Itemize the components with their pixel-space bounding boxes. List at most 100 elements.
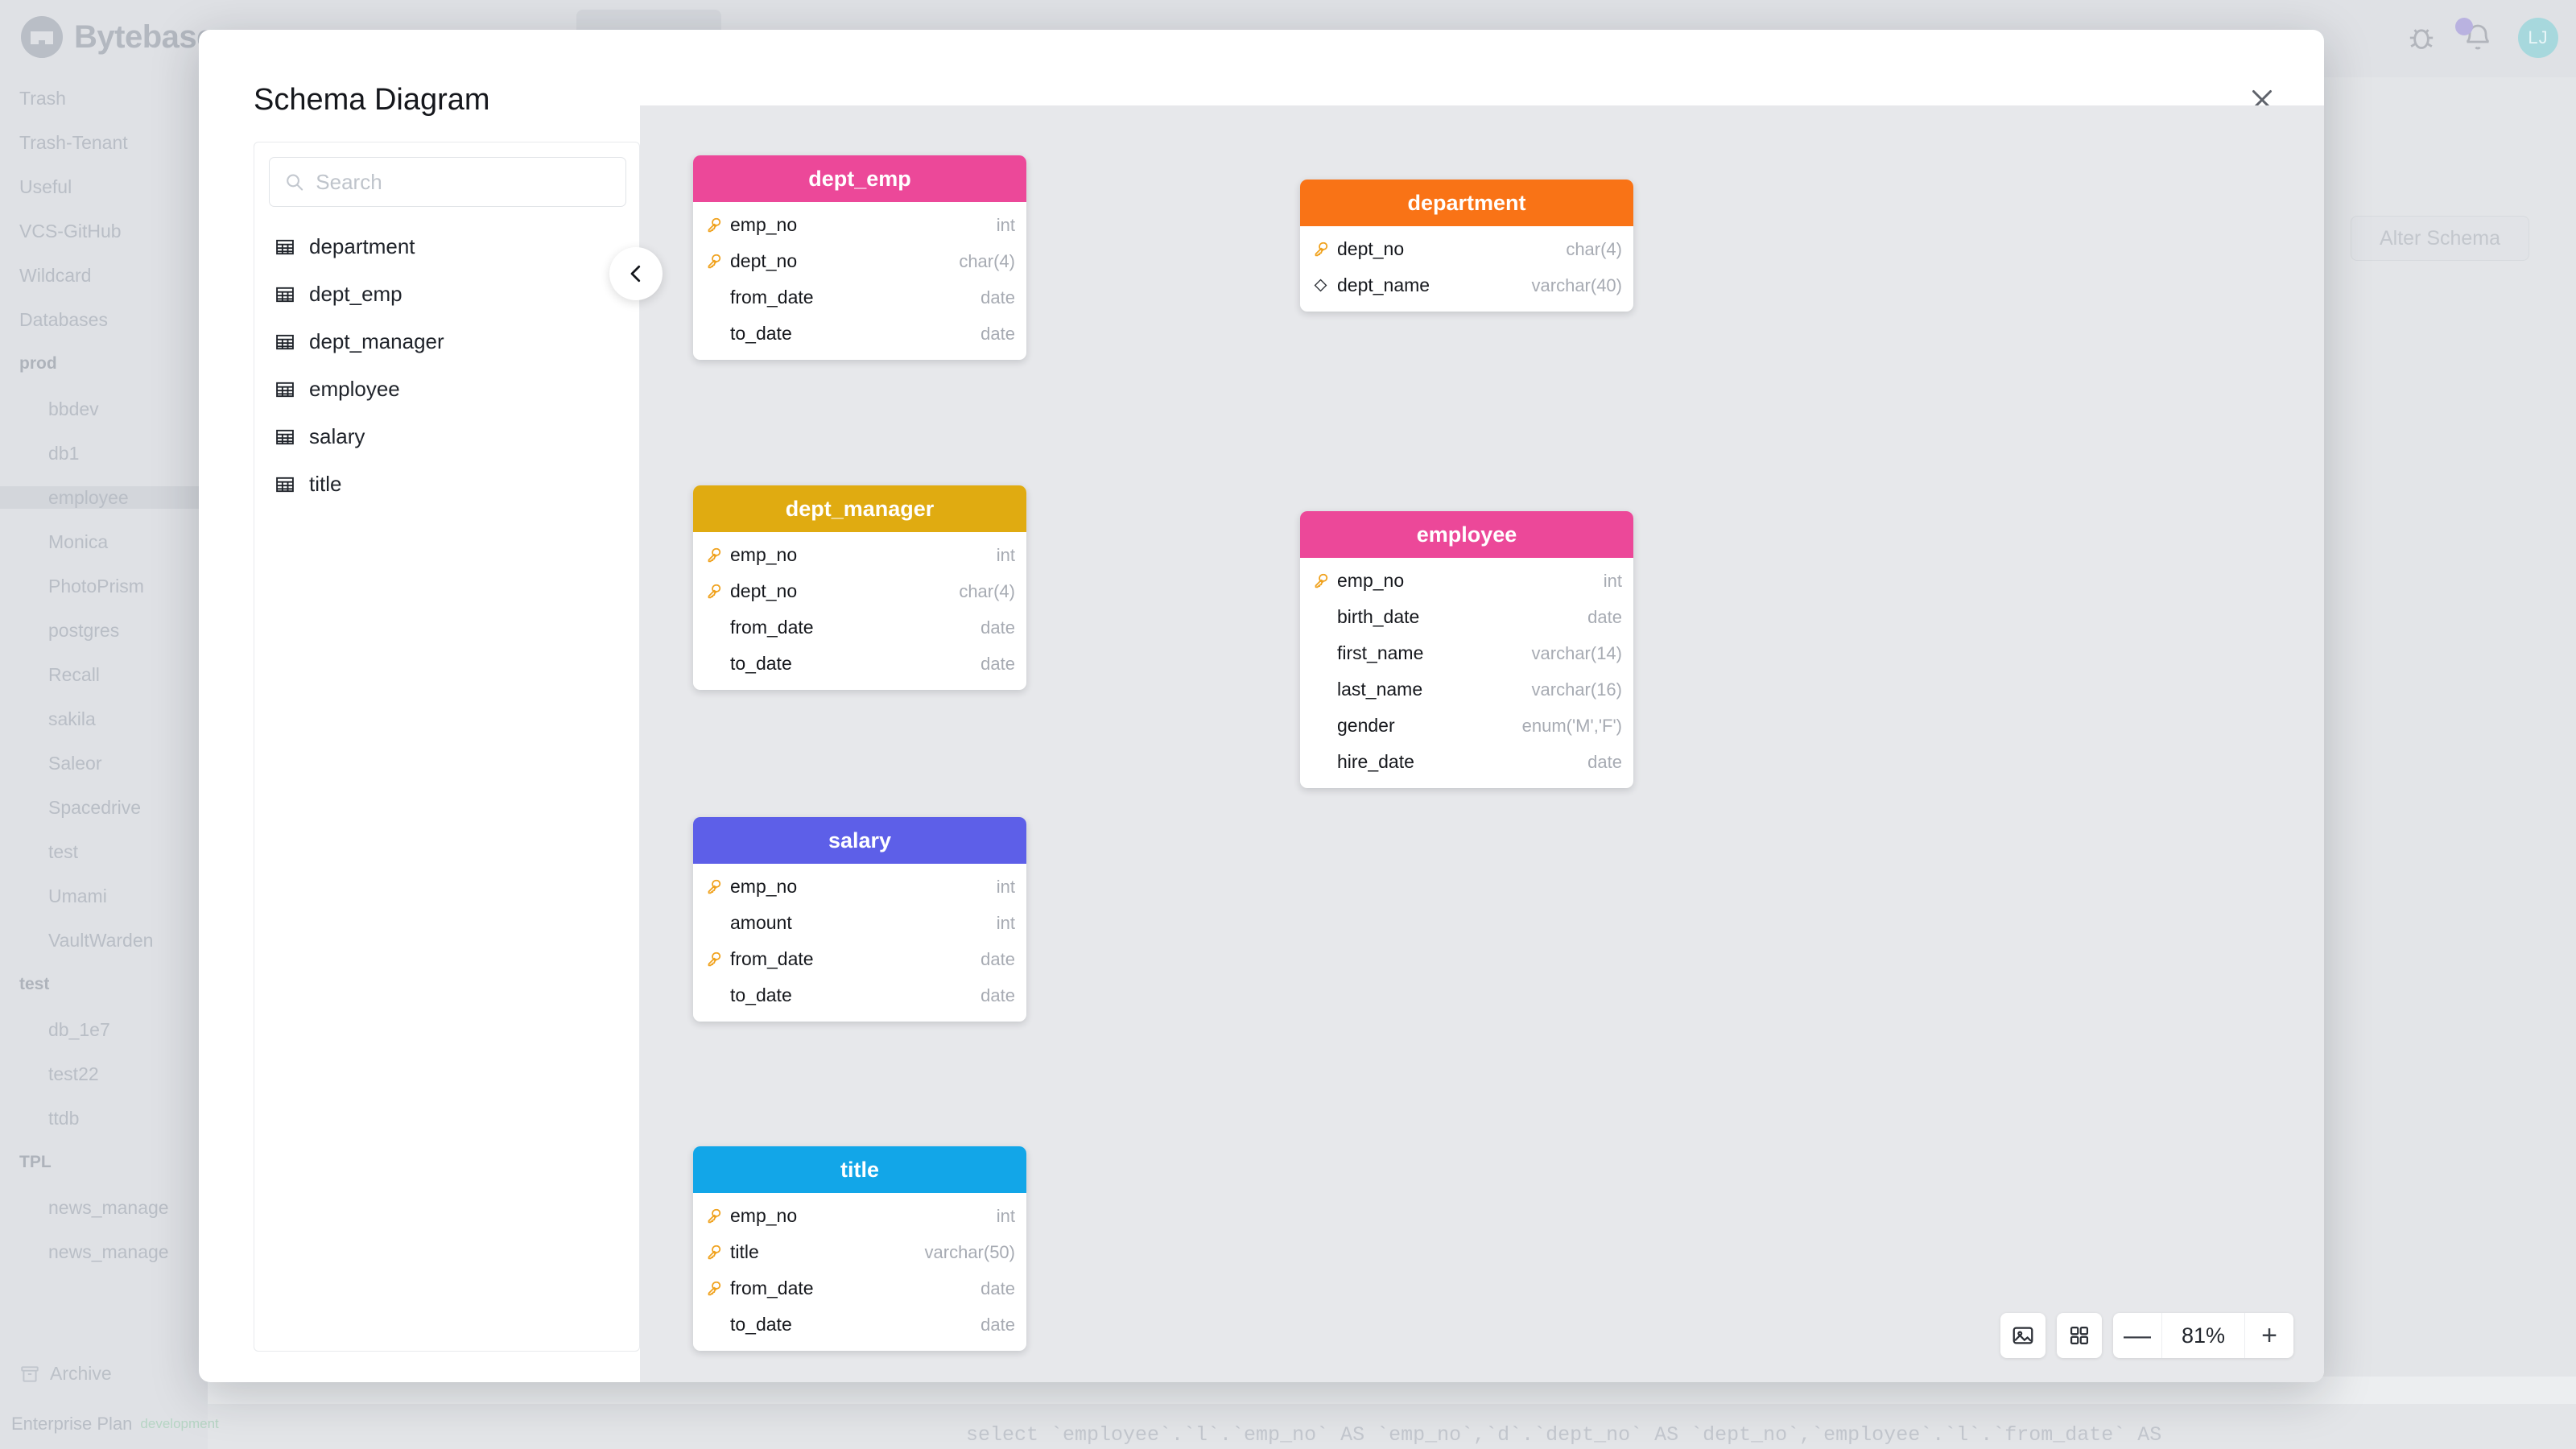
- sidebar-item-label: bbdev: [48, 398, 99, 419]
- sidebar-item-umami[interactable]: Umami: [0, 885, 208, 907]
- sidebar-item-archive[interactable]: Archive: [19, 1363, 112, 1385]
- sidebar-item-wildcard[interactable]: Wildcard: [0, 264, 208, 287]
- sidebar-item-test22[interactable]: test22: [0, 1063, 208, 1085]
- list-item[interactable]: salary: [254, 413, 639, 460]
- list-item[interactable]: employee: [254, 365, 639, 413]
- key-icon: [708, 584, 721, 599]
- search-input[interactable]: [316, 169, 611, 195]
- sidebar-item-photoprism[interactable]: PhotoPrism: [0, 575, 208, 597]
- fit-view-button[interactable]: [2057, 1313, 2102, 1358]
- archive-icon: [21, 1365, 39, 1382]
- sidebar-item-trash-tenant[interactable]: Trash-Tenant: [0, 131, 208, 154]
- sidebar-item-label: test: [48, 841, 79, 862]
- key-icon: [708, 547, 721, 563]
- search-box[interactable]: [269, 157, 626, 207]
- list-item[interactable]: dept_emp: [254, 270, 639, 318]
- sidebar-item-postgres[interactable]: postgres: [0, 619, 208, 642]
- column-name: emp_no: [730, 214, 798, 235]
- sidebar-item-test[interactable]: test: [0, 973, 208, 996]
- bell-icon[interactable]: [2462, 22, 2494, 54]
- column-name: emp_no: [1337, 570, 1405, 591]
- sidebar-item-useful[interactable]: Useful: [0, 175, 208, 198]
- sidebar-item-spacedrive[interactable]: Spacedrive: [0, 796, 208, 819]
- list-item[interactable]: title: [254, 460, 639, 508]
- column-name: from_date: [730, 617, 814, 638]
- sidebar-item-db1[interactable]: db1: [0, 442, 208, 464]
- sidebar-item-db-1e7[interactable]: db_1e7: [0, 1018, 208, 1041]
- bug-icon[interactable]: [2405, 22, 2438, 54]
- sidebar-item-employee[interactable]: employee: [0, 486, 208, 509]
- zoom-in-button[interactable]: +: [2261, 1319, 2277, 1351]
- list-item[interactable]: dept_manager: [254, 318, 639, 365]
- collapse-panel-button[interactable]: [609, 247, 663, 300]
- sidebar-item-label: Monica: [48, 531, 109, 552]
- sidebar-item-trash[interactable]: Trash: [0, 87, 208, 109]
- sidebar-item-databases[interactable]: Databases: [0, 308, 208, 331]
- sidebar-item-saleor[interactable]: Saleor: [0, 752, 208, 774]
- column-name: last_name: [1337, 679, 1423, 700]
- table-icon: [276, 334, 294, 349]
- zoom-out-button[interactable]: —: [2124, 1319, 2151, 1351]
- sidebar-item-vaultwarden[interactable]: VaultWarden: [0, 929, 208, 952]
- sidebar-item-prod[interactable]: prod: [0, 353, 208, 375]
- sidebar-item-label: Recall: [48, 664, 100, 685]
- sidebar-item-recall[interactable]: Recall: [0, 663, 208, 686]
- table-icon: [276, 477, 294, 492]
- sidebar-item-monica[interactable]: Monica: [0, 530, 208, 553]
- sql-preview-text: select `employee`.`l`.`emp_no` AS `emp_n…: [966, 1423, 2162, 1447]
- sidebar-item-vcs-github[interactable]: VCS-GitHub: [0, 220, 208, 242]
- sidebar-item-news-manage[interactable]: news_manage: [0, 1196, 208, 1219]
- sidebar-item-ttdb[interactable]: ttdb: [0, 1107, 208, 1129]
- sidebar-item-tpl[interactable]: TPL: [0, 1151, 208, 1174]
- sidebar-item-label: db_1e7: [48, 1019, 110, 1040]
- alter-schema-button[interactable]: Alter Schema: [2351, 216, 2529, 261]
- sidebar-item-test[interactable]: test: [0, 840, 208, 863]
- sidebar-item-news-manage[interactable]: news_manage: [0, 1241, 208, 1263]
- key-icon: [706, 547, 730, 564]
- column-name: emp_no: [730, 544, 798, 565]
- brand-logo[interactable]: Bytebase: [21, 16, 214, 58]
- export-image-button[interactable]: [2000, 1313, 2046, 1358]
- sidebar-item-bbdev[interactable]: bbdev: [0, 398, 208, 420]
- column-name: from_date: [730, 948, 814, 969]
- list-item[interactable]: department: [254, 223, 639, 270]
- key-icon: [706, 1208, 730, 1224]
- avatar[interactable]: LJ: [2518, 18, 2558, 58]
- sidebar-item-sakila[interactable]: sakila: [0, 708, 208, 730]
- column-name: to_date: [730, 1314, 792, 1335]
- plan-badge[interactable]: Enterprise Plan development: [11, 1414, 219, 1435]
